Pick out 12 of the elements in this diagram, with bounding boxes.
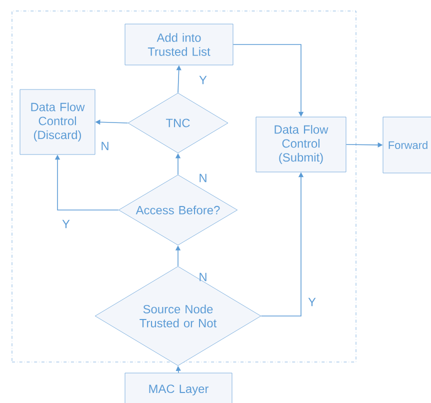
process-box: Data Flow Control (Discard) [20, 89, 96, 155]
process-box: Data Flow Control (Submit) [256, 116, 346, 172]
edge-label: Y [199, 76, 207, 84]
process-box: Add into Trusted List [124, 24, 234, 66]
edge-label: N [102, 142, 108, 150]
edge-label: Y [62, 220, 70, 228]
edge-label: N [200, 272, 206, 282]
process-box: Forward [382, 116, 431, 174]
dashed-frame [12, 10, 356, 362]
edge-label: N [200, 174, 206, 182]
edge-label: Y [308, 298, 316, 306]
process-box: MAC Layer [124, 372, 232, 403]
